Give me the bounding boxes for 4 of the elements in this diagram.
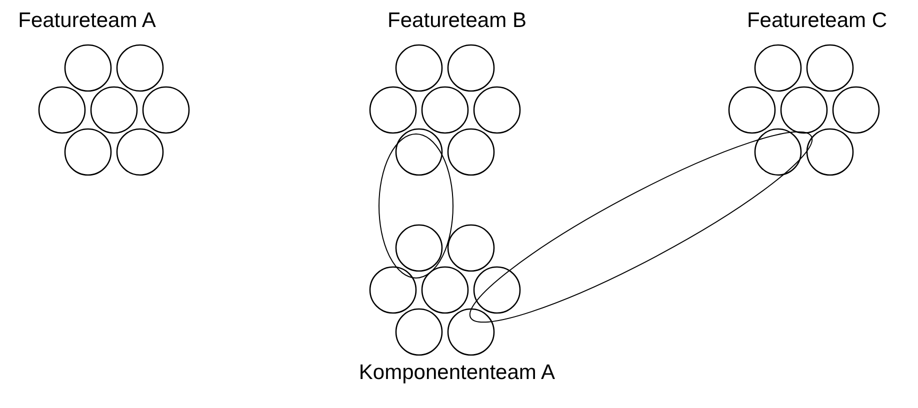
team-label: Featureteam C: [746, 10, 888, 31]
team-label: Featureteam A: [18, 10, 156, 31]
team-label: Komponententeam A: [358, 362, 556, 383]
team-label: Featureteam B: [388, 10, 526, 31]
